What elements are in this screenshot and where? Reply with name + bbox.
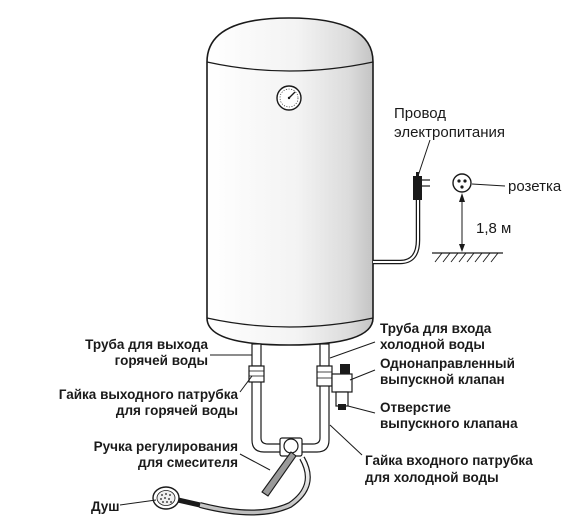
cold-nut-leader bbox=[329, 424, 363, 456]
socket-icon bbox=[452, 173, 472, 193]
power-cord bbox=[373, 200, 421, 265]
power-cord-label-line2: электропитания bbox=[394, 124, 505, 141]
cold-nut-label-line2: для холодной воды bbox=[365, 470, 499, 485]
check-valve bbox=[331, 364, 353, 410]
cold-nut-label-line1: Гайка входного патрубка bbox=[365, 453, 533, 468]
check-valve-label-line1: Однонаправленный bbox=[380, 356, 515, 371]
shower-label: Душ bbox=[91, 499, 120, 514]
check-valve-label-line2: выпускной клапан bbox=[380, 372, 505, 387]
power-cord-label-line1: Провод bbox=[394, 105, 446, 122]
valve-hole-label-line2: выпускного клапана bbox=[380, 416, 518, 431]
thermometer-gauge-icon bbox=[276, 85, 302, 111]
height-label: 1,8 м bbox=[476, 220, 511, 237]
shower-leader bbox=[119, 499, 157, 506]
shower-hose bbox=[199, 456, 311, 516]
cold-pipe-label-line1: Труба для входа bbox=[380, 321, 492, 336]
mixer-handle-label-line2: для смесителя bbox=[138, 455, 238, 470]
hot-nut-leader bbox=[239, 375, 253, 393]
hot-pipe-label-line2: горячей воды bbox=[115, 353, 208, 368]
height-dimension bbox=[432, 193, 503, 263]
mixer-handle-label-line1: Ручка регулирования bbox=[94, 439, 238, 454]
socket-label: розетка bbox=[508, 178, 562, 195]
cold-pipe-leader bbox=[329, 341, 376, 359]
cold-pipe-label-line2: холодной воды bbox=[380, 337, 485, 352]
mixer-handle bbox=[261, 451, 297, 497]
cold-water-pipe bbox=[300, 343, 333, 453]
shower-head-icon bbox=[152, 486, 201, 510]
socket-leader bbox=[471, 183, 506, 187]
valve-hole-label-line1: Отверстие bbox=[380, 400, 451, 415]
power-cord-leader bbox=[417, 139, 431, 177]
hot-nut-label-line2: для горячей воды bbox=[116, 403, 238, 418]
valve-hole-leader bbox=[347, 405, 376, 414]
mixer-handle-leader bbox=[239, 453, 271, 471]
power-plug-icon bbox=[413, 172, 430, 200]
water-heater-tank bbox=[206, 17, 374, 346]
check-valve-leader bbox=[349, 369, 376, 381]
hot-water-pipe bbox=[248, 343, 282, 453]
hot-nut-label-line1: Гайка выходного патрубка bbox=[59, 387, 239, 402]
hot-pipe-label-line1: Труба для выхода bbox=[85, 337, 208, 352]
